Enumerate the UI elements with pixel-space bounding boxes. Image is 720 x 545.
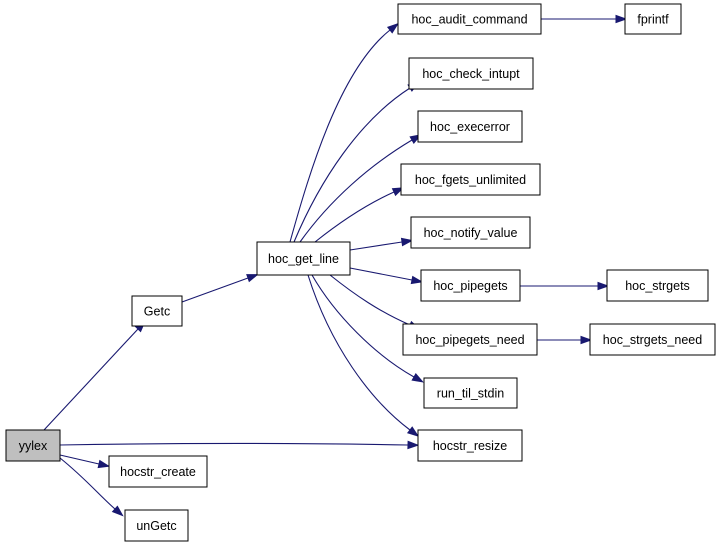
node-label: hoc_pipegets_need (415, 333, 524, 347)
arrowhead-icon (400, 237, 414, 247)
edge-hoc_get_line-to-hocstr_resize (307, 274, 420, 437)
arrowhead-icon (246, 274, 259, 283)
node-box (423, 377, 518, 409)
arrowhead-icon (97, 459, 111, 469)
node-hocstr_create[interactable]: hocstr_create (108, 455, 208, 488)
node-label: hoc_strgets_need (603, 333, 702, 347)
node-label: hoc_execerror (430, 120, 510, 134)
edge-line (289, 29, 391, 243)
edge-yylex-to-hocstr_resize (59, 440, 420, 450)
edge-line (311, 274, 415, 378)
node-label: hocstr_create (120, 465, 196, 479)
edge-line (59, 454, 100, 465)
node-hoc_pipegets_need[interactable]: hoc_pipegets_need (402, 323, 538, 356)
edge-line (59, 442, 409, 446)
node-hoc_notify_value[interactable]: hoc_notify_value (410, 216, 531, 249)
node-run_til_stdin[interactable]: run_til_stdin (423, 377, 518, 409)
node-label: unGetc (136, 519, 176, 533)
edge-hoc_get_line-to-hoc_check_intupt (293, 81, 420, 243)
node-label: hoc_fgets_unlimited (415, 173, 526, 187)
arrowhead-icon (597, 281, 610, 291)
arrowhead-icon (386, 22, 399, 34)
node-box (417, 429, 523, 462)
edge-hoc_pipegets-to-hoc_strgets (520, 281, 610, 291)
node-Getc[interactable]: Getc (131, 295, 183, 327)
node-box (124, 509, 189, 542)
node-label: hoc_strgets (625, 279, 690, 293)
edge-line (349, 241, 403, 251)
edge-line (329, 274, 411, 326)
node-label: fprintf (637, 13, 669, 27)
node-label: hoc_pipegets (433, 279, 507, 293)
node-box (420, 269, 521, 302)
node-box (131, 295, 183, 327)
edge-hoc_get_line-to-hoc_fgets_unlimited (314, 187, 405, 243)
node-unGetc[interactable]: unGetc (124, 509, 189, 542)
nodes-layer: yylex Getc hocstr_create unGetc hoc_get_line… (5, 3, 716, 542)
node-hoc_pipegets[interactable]: hoc_pipegets (420, 269, 521, 302)
node-label: hoc_notify_value (424, 226, 518, 240)
node-hoc_strgets_need[interactable]: hoc_strgets_need (589, 323, 716, 356)
node-box (408, 57, 534, 90)
node-box (400, 163, 541, 196)
node-box (397, 3, 542, 35)
arrowhead-icon (410, 275, 424, 285)
edge-yylex-to-Getc (43, 320, 146, 431)
arrowhead-icon (111, 505, 124, 517)
node-hoc_fgets_unlimited[interactable]: hoc_fgets_unlimited (400, 163, 541, 196)
node-box (108, 455, 208, 488)
edge-line (349, 267, 413, 281)
arrowhead-icon (391, 187, 405, 197)
edge-hoc_get_line-to-hoc_pipegets_need (329, 274, 421, 330)
node-box (624, 3, 682, 35)
arrowhead-icon (406, 426, 420, 437)
edge-line (293, 87, 411, 243)
node-hoc_check_intupt[interactable]: hoc_check_intupt (408, 57, 534, 90)
node-box (402, 323, 538, 356)
arrowhead-icon (615, 14, 628, 24)
edge-hoc_get_line-to-run_til_stdin (311, 274, 424, 383)
node-box (606, 269, 709, 302)
node-label: yylex (19, 439, 48, 453)
edge-line (307, 274, 411, 431)
node-label: hoc_check_intupt (422, 67, 520, 81)
edge-hoc_get_line-to-hoc_audit_command (289, 22, 399, 243)
edge-Getc-to-hoc_get_line (181, 274, 259, 303)
edge-yylex-to-unGetc (59, 457, 124, 517)
arrowhead-icon (407, 440, 420, 450)
edge-hoc_get_line-to-hoc_pipegets (349, 267, 424, 285)
node-label: hocstr_resize (433, 439, 507, 453)
node-hoc_get_line[interactable]: hoc_get_line (256, 241, 351, 276)
edge-line (181, 277, 249, 303)
node-box (5, 429, 61, 462)
edge-hoc_pipegets_need-to-hoc_strgets_need (537, 335, 593, 345)
node-label: hoc_get_line (268, 252, 339, 266)
node-hocstr_resize[interactable]: hocstr_resize (417, 429, 523, 462)
node-box (256, 241, 351, 276)
arrowhead-icon (580, 335, 593, 345)
node-box (417, 110, 523, 143)
node-label: Getc (144, 305, 170, 319)
node-box (410, 216, 531, 249)
node-fprintf[interactable]: fprintf (624, 3, 682, 35)
edge-line (299, 139, 413, 243)
node-label: run_til_stdin (437, 387, 504, 401)
arrowhead-icon (411, 373, 424, 383)
node-hoc_audit_command[interactable]: hoc_audit_command (397, 3, 542, 35)
node-label: hoc_audit_command (411, 13, 527, 27)
edge-line (43, 328, 139, 431)
node-hoc_strgets[interactable]: hoc_strgets (606, 269, 709, 302)
node-hoc_execerror[interactable]: hoc_execerror (417, 110, 523, 143)
edge-line (59, 457, 116, 510)
edge-line (314, 191, 395, 243)
edge-hoc_audit_command-to-fprintf (541, 14, 628, 24)
edge-hoc_get_line-to-hoc_notify_value (349, 237, 414, 251)
node-box (589, 323, 716, 356)
node-yylex[interactable]: yylex (5, 429, 61, 462)
edge-yylex-to-hocstr_create (59, 454, 111, 469)
